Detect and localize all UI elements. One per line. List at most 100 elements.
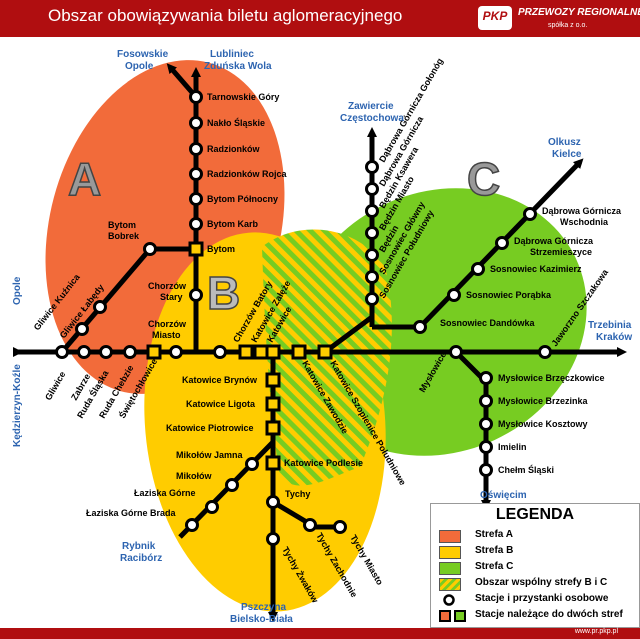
direction-trzebinia-2: Kraków: [596, 332, 632, 343]
direction-olkusz-1: Olkusz: [548, 137, 581, 148]
station-mikolow[interactable]: [225, 478, 239, 492]
station-sosnowiec-porabka[interactable]: [447, 288, 461, 302]
legend-label-common: Obszar wspólny strefy B i C: [475, 577, 608, 588]
label-chorzow-stary-2: Stary: [160, 292, 183, 302]
station-dg-wschodnia[interactable]: [523, 207, 537, 221]
label-mikolow: Mikołów: [176, 471, 212, 481]
station-myslowice[interactable]: [449, 345, 463, 359]
station-gliwice-labedy[interactable]: [75, 322, 89, 336]
direction-trzebinia-1: Trzebinia: [588, 320, 632, 331]
legend-item-zone-a: Strefa A: [439, 529, 639, 543]
direction-lubliniec-1: Lubliniec: [210, 49, 254, 60]
logo: [478, 6, 512, 30]
zone-c-letter: C: [467, 153, 500, 205]
station-imielin[interactable]: [479, 440, 493, 454]
legend-station-icon: [443, 594, 455, 606]
station-bytom-bobrek[interactable]: [143, 242, 157, 256]
label-katowice-piotrowice: Katowice Piotrowice: [166, 423, 254, 433]
station-katowice-ligota[interactable]: [265, 396, 281, 412]
station-myslowice-brzezinka[interactable]: [479, 394, 493, 408]
station-naklo[interactable]: [189, 116, 203, 130]
label-chelm: Chełm Śląski: [498, 464, 554, 475]
logo-mark: PKP: [482, 9, 508, 23]
station-jaworzno[interactable]: [538, 345, 552, 359]
label-myslowice-brzeczkowice: Mysłowice Brzęczkowice: [498, 373, 605, 383]
direction-rybnik-2: Racibórz: [120, 553, 162, 564]
legend-label-shared: Stacje należące do dwóch stref: [475, 609, 623, 620]
station-laziska-gorne[interactable]: [205, 500, 219, 514]
label-sosnowiec-dandowka: Sosnowiec Dandówka: [440, 318, 536, 328]
station-bedzin-miasto[interactable]: [365, 226, 379, 240]
station-gliwice-kuznica[interactable]: [93, 300, 107, 314]
station-dg-strzemieszyce[interactable]: [495, 236, 509, 250]
legend-item-zone-b: Strefa B: [439, 545, 639, 559]
label-katowice-ligota: Katowice Ligota: [186, 399, 256, 409]
station-chelm[interactable]: [479, 463, 493, 477]
station-chorzow-stary[interactable]: [189, 288, 203, 302]
station-radzionkow-rojca[interactable]: [189, 167, 203, 181]
station-katowice-zaleze[interactable]: [253, 344, 269, 360]
station-katowice[interactable]: [265, 344, 281, 360]
station-katowice-piotrowice[interactable]: [265, 420, 281, 436]
station-laziska-brada[interactable]: [185, 518, 199, 532]
direction-rybnik-1: Rybnik: [122, 541, 156, 552]
legend-item-zone-c: Strefa C: [439, 561, 639, 575]
label-dg-strzemieszyce-1: Dąbrowa Górnicza: [514, 236, 594, 246]
station-ruda-chebzie[interactable]: [123, 345, 137, 359]
legend-swatch-zone-a: [439, 530, 461, 543]
station-tychy-zachodnie[interactable]: [303, 518, 317, 532]
station-dg-golonog[interactable]: [365, 160, 379, 174]
footer-bar: www.pr.pkp.pl: [0, 628, 640, 639]
label-bytom: Bytom: [207, 244, 235, 254]
label-chorzow-miasto-1: Chorzów: [148, 319, 187, 329]
legend-label-zone-a: Strefa A: [475, 529, 513, 540]
station-bedzin-ksawera[interactable]: [365, 204, 379, 218]
station-tychy-miasto[interactable]: [333, 520, 347, 534]
station-katowice-podlesie[interactable]: [265, 455, 281, 471]
station-swietochlowice[interactable]: [169, 345, 183, 359]
station-gliwice[interactable]: [55, 345, 69, 359]
station-myslowice-brzeczkowice[interactable]: [479, 371, 493, 385]
station-sosnowiec-dandowka[interactable]: [413, 320, 427, 334]
station-myslowice-kosztowy[interactable]: [479, 417, 493, 431]
legend-label-zone-c: Strefa C: [475, 561, 514, 572]
station-radzionkow[interactable]: [189, 142, 203, 156]
station-katowice-brynow[interactable]: [265, 372, 281, 388]
label-chorzow-stary-1: Chorzów: [148, 281, 187, 291]
direction-lubliniec-2: Zduńska Wola: [204, 61, 272, 72]
shared-station-markers: [146, 241, 333, 471]
station-zabrze[interactable]: [77, 345, 91, 359]
station-dg[interactable]: [365, 182, 379, 196]
station-bytom-karb[interactable]: [189, 217, 203, 231]
station-bytom-polnocny[interactable]: [189, 192, 203, 206]
label-tarnowskie-gory: Tarnowskie Góry: [207, 92, 279, 102]
station-sosnowiec-poludniowy[interactable]: [365, 292, 379, 306]
label-myslowice-kosztowy: Mysłowice Kosztowy: [498, 419, 588, 429]
legend-swatch-zone-b: [439, 546, 461, 559]
line-katowice-sosnowiec: [323, 314, 374, 355]
legend-title: LEGENDA: [495, 506, 575, 523]
direction-opole-left: Opole: [12, 276, 23, 305]
station-chorzow-miasto[interactable]: [213, 345, 227, 359]
legend-item-common: Obszar wspólny strefy B i C: [439, 577, 639, 591]
station-sosnowiec-kazimierz[interactable]: [471, 262, 485, 276]
station-ruda-chebzie-shared[interactable]: [146, 344, 162, 360]
station-bedzin[interactable]: [365, 248, 379, 262]
direction-labels: Fosowskie Opole Lubliniec Zduńska Wola Z…: [12, 49, 632, 625]
station-katowice-szopienice[interactable]: [317, 344, 333, 360]
station-tychy[interactable]: [266, 495, 280, 509]
label-imielin: Imielin: [498, 442, 527, 452]
station-tarnowskie-gory[interactable]: [189, 90, 203, 104]
station-ruda-slaska[interactable]: [99, 345, 113, 359]
station-markers: [55, 90, 552, 546]
direction-opole-fosowskie-2: Opole: [125, 61, 154, 72]
legend-shared-icon: [439, 610, 466, 622]
station-tychy-zwakow[interactable]: [266, 532, 280, 546]
station-mikolow-jamna[interactable]: [245, 457, 259, 471]
station-chorzow-batory[interactable]: [238, 344, 254, 360]
station-bytom[interactable]: [188, 241, 204, 257]
station-katowice-zawodzie[interactable]: [291, 344, 307, 360]
footer-url[interactable]: www.pr.pkp.pl: [574, 628, 618, 635]
label-tychy: Tychy: [285, 489, 310, 499]
station-sosnowiec-glowny[interactable]: [365, 270, 379, 284]
